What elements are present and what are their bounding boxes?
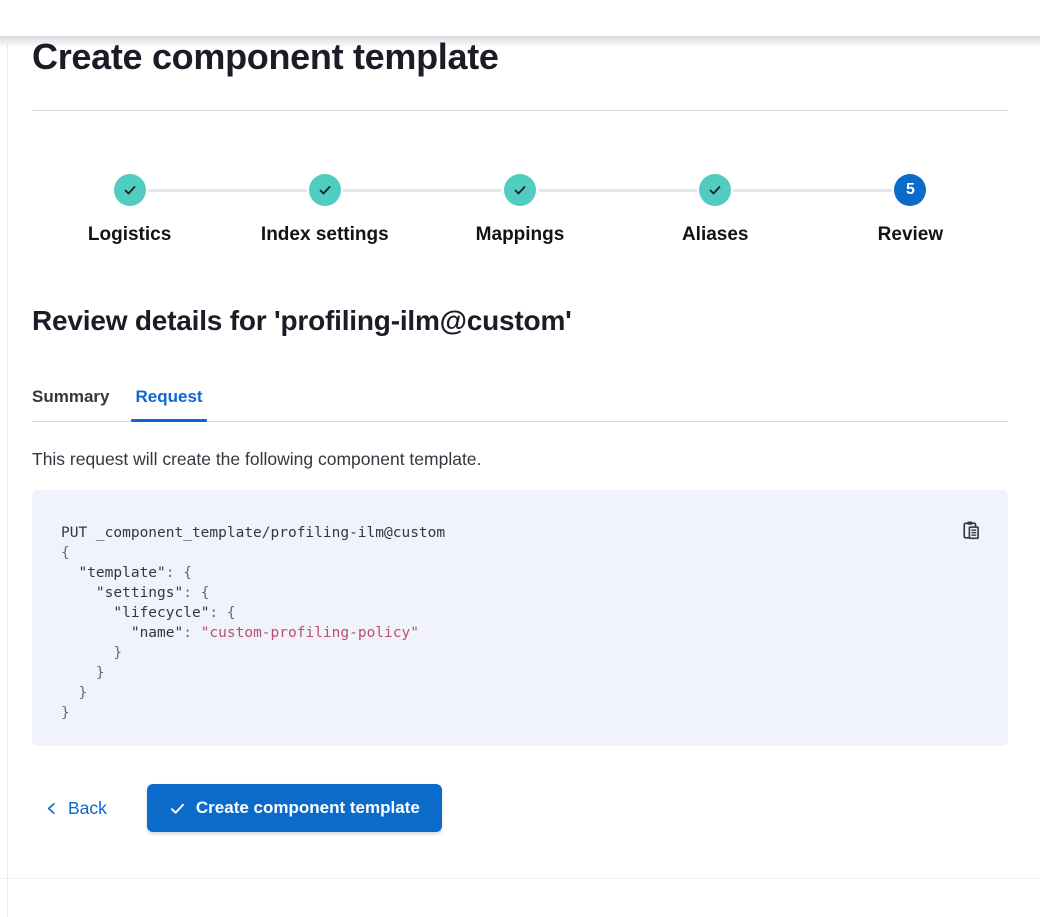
stepper-step-mappings[interactable]: Mappings: [422, 174, 617, 247]
request-description: This request will create the following c…: [32, 449, 482, 469]
step-current-circle[interactable]: 5: [894, 174, 927, 206]
tab-summary[interactable]: Summary: [32, 386, 109, 421]
check-icon: [514, 186, 526, 195]
step-connector: [733, 188, 893, 192]
stepper-step-aliases[interactable]: Aliases: [618, 174, 813, 247]
step-label: Review: [877, 224, 944, 245]
step-label: Mappings: [475, 224, 565, 245]
step-complete-circle[interactable]: [699, 174, 732, 206]
chevron-left-icon: [47, 802, 55, 814]
stepper-step-logistics[interactable]: Logistics: [32, 174, 227, 247]
step-label: Index settings: [260, 224, 389, 245]
review-heading: Review details for 'profiling-ilm@custom…: [32, 305, 572, 336]
create-component-template-button[interactable]: Create component template: [146, 784, 442, 832]
step-number: 5: [905, 181, 915, 198]
stepper-step-review[interactable]: 5 Review: [813, 174, 1008, 247]
check-icon: [124, 186, 135, 195]
copy-to-clipboard-button[interactable]: [959, 518, 983, 542]
step-connector: [147, 188, 307, 192]
left-edge-border: [7, 42, 8, 917]
wizard-footer: Back Create component template: [32, 784, 1008, 832]
step-connector: [538, 188, 698, 192]
back-label: Back: [68, 797, 107, 818]
stepper-step-index-settings[interactable]: Index settings: [227, 174, 422, 247]
bottom-hairline: [0, 878, 1040, 879]
back-button[interactable]: Back: [32, 798, 107, 819]
step-label: Logistics: [87, 224, 172, 245]
step-complete-circle[interactable]: [113, 174, 146, 206]
step-label: Aliases: [681, 224, 749, 245]
tab-request[interactable]: Request: [131, 386, 207, 422]
step-connector: [342, 188, 502, 192]
request-code-block: PUT _component_template/profiling-ilm@cu…: [32, 490, 1008, 746]
check-icon: [170, 803, 184, 814]
check-icon: [319, 186, 331, 195]
create-component-template-page: Create component template Logistics: [0, 36, 1040, 832]
wizard-stepper: Logistics Index settings Mappings: [32, 174, 1008, 247]
check-icon: [709, 186, 721, 195]
copy-clipboard-icon: [963, 521, 979, 540]
code-content: PUT _component_template/profiling-ilm@cu…: [61, 525, 446, 721]
title-divider: [32, 110, 1008, 111]
review-tabs: Summary Request: [32, 386, 1008, 422]
step-complete-circle[interactable]: [504, 174, 536, 206]
page-title: Create component template: [32, 36, 499, 77]
step-complete-circle[interactable]: [308, 174, 341, 206]
submit-label: Create component template: [195, 798, 420, 817]
